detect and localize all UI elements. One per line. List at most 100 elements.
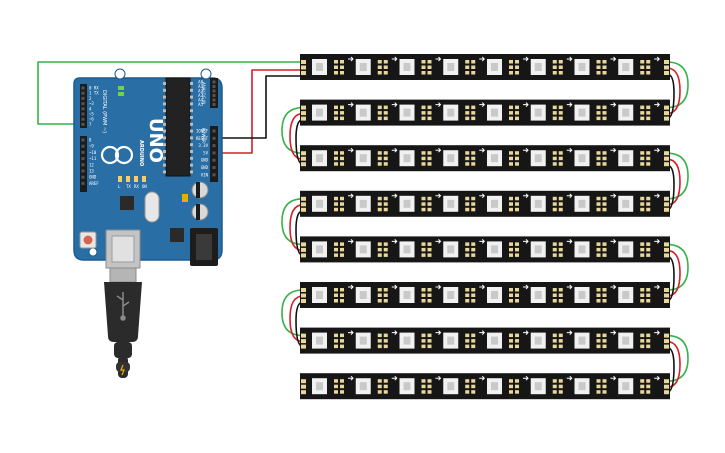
led-strip[interactable] — [300, 99, 670, 126]
header-pin[interactable] — [81, 163, 85, 167]
strip-pad[interactable] — [301, 156, 306, 161]
header-pin[interactable] — [212, 94, 216, 97]
strip-pad[interactable] — [664, 299, 669, 303]
led-pad — [558, 333, 563, 338]
strip-pad[interactable] — [664, 111, 669, 116]
led-core — [316, 245, 323, 254]
strip-pad[interactable] — [301, 293, 306, 298]
header-pin[interactable] — [212, 89, 216, 93]
strip-pad[interactable] — [301, 105, 306, 110]
strip-pad[interactable] — [664, 344, 669, 349]
header-pin[interactable] — [81, 138, 85, 142]
strip-pad[interactable] — [301, 379, 306, 384]
led-pad — [552, 333, 557, 338]
strip-pad[interactable] — [664, 339, 669, 344]
strip-pad[interactable] — [301, 344, 306, 349]
strip-pad[interactable] — [301, 65, 306, 70]
header-pin[interactable] — [212, 144, 216, 148]
reset-button-cap[interactable] — [83, 235, 93, 245]
strip-pad[interactable] — [664, 293, 669, 298]
led-strip[interactable] — [300, 327, 670, 354]
header-pin[interactable] — [212, 158, 216, 162]
strip-pad[interactable] — [664, 162, 669, 167]
strip-pad[interactable] — [301, 60, 306, 64]
strip-pad[interactable] — [301, 299, 306, 303]
led-pad — [377, 151, 382, 155]
header-pin[interactable] — [212, 136, 216, 140]
header-pin[interactable] — [212, 129, 216, 133]
led-strip[interactable] — [300, 54, 670, 80]
strip-pad[interactable] — [664, 60, 669, 64]
strip-pad[interactable] — [301, 111, 306, 116]
header-pin[interactable] — [81, 96, 85, 100]
strip-pad[interactable] — [301, 247, 306, 252]
header-pin[interactable] — [81, 102, 85, 106]
header-pin[interactable] — [81, 181, 85, 185]
strip-pad[interactable] — [664, 156, 669, 161]
strip-pad[interactable] — [664, 390, 669, 395]
header-pin[interactable] — [81, 86, 85, 90]
strip-pad[interactable] — [664, 379, 669, 384]
header-pin[interactable] — [212, 166, 216, 169]
header-pin[interactable] — [81, 175, 85, 179]
strip-pad[interactable] — [301, 288, 306, 292]
strip-pad[interactable] — [664, 202, 669, 207]
strip-pad[interactable] — [301, 242, 306, 247]
strip-pad[interactable] — [664, 207, 669, 212]
header-pin[interactable] — [81, 157, 85, 161]
strip-pad[interactable] — [301, 390, 306, 395]
chip-pin — [163, 102, 166, 106]
header-pin[interactable] — [212, 103, 216, 106]
led-pad — [377, 105, 382, 110]
strip-pad[interactable] — [664, 105, 669, 110]
strip-pad[interactable] — [664, 151, 669, 156]
header-pin[interactable] — [81, 169, 85, 173]
strip-pad[interactable] — [664, 333, 669, 338]
header-pin[interactable] — [212, 85, 216, 88]
strip-pad[interactable] — [301, 71, 306, 75]
header-pin[interactable] — [212, 80, 216, 84]
led-strip[interactable] — [300, 145, 670, 172]
strip-pad[interactable] — [664, 242, 669, 247]
pin-label: A4 — [198, 98, 203, 103]
led-strip[interactable] — [300, 236, 670, 263]
led-pad — [596, 384, 601, 389]
header-pin[interactable] — [81, 112, 85, 116]
header-pin[interactable] — [212, 173, 216, 177]
header-pin[interactable] — [212, 151, 216, 155]
strip-pad[interactable] — [664, 247, 669, 252]
strip-pad[interactable] — [301, 151, 306, 156]
header-pin[interactable] — [212, 98, 216, 102]
led-pad — [377, 196, 382, 201]
led-core — [403, 154, 411, 163]
strip-pad[interactable] — [301, 202, 306, 207]
strip-pad[interactable] — [301, 339, 306, 344]
strip-pad[interactable] — [664, 196, 669, 201]
strip-pad[interactable] — [664, 384, 669, 389]
led-strip[interactable] — [300, 282, 670, 308]
led-pad — [421, 390, 426, 394]
strip-pad[interactable] — [301, 207, 306, 212]
strip-pad[interactable] — [664, 288, 669, 292]
strip-pad[interactable] — [664, 65, 669, 70]
strip-pad[interactable] — [301, 116, 306, 121]
strip-pad[interactable] — [301, 162, 306, 167]
header-pin[interactable] — [81, 91, 85, 95]
header-pin[interactable] — [81, 117, 85, 121]
strip-pad[interactable] — [664, 253, 669, 258]
led-strip[interactable] — [300, 373, 670, 400]
strip-pad[interactable] — [664, 71, 669, 75]
led-strip[interactable] — [300, 190, 670, 217]
strip-pad[interactable] — [301, 384, 306, 389]
led-pixel — [312, 375, 354, 395]
strip-pad[interactable] — [301, 253, 306, 258]
strip-pad[interactable] — [664, 116, 669, 121]
strip-pad[interactable] — [301, 333, 306, 338]
strip-pad[interactable] — [301, 196, 306, 201]
header-pin[interactable] — [81, 144, 85, 148]
header-pin[interactable] — [81, 122, 85, 126]
header-pin[interactable] — [81, 150, 85, 154]
header-pin[interactable] — [81, 107, 85, 111]
usb-cable[interactable] — [104, 267, 142, 378]
